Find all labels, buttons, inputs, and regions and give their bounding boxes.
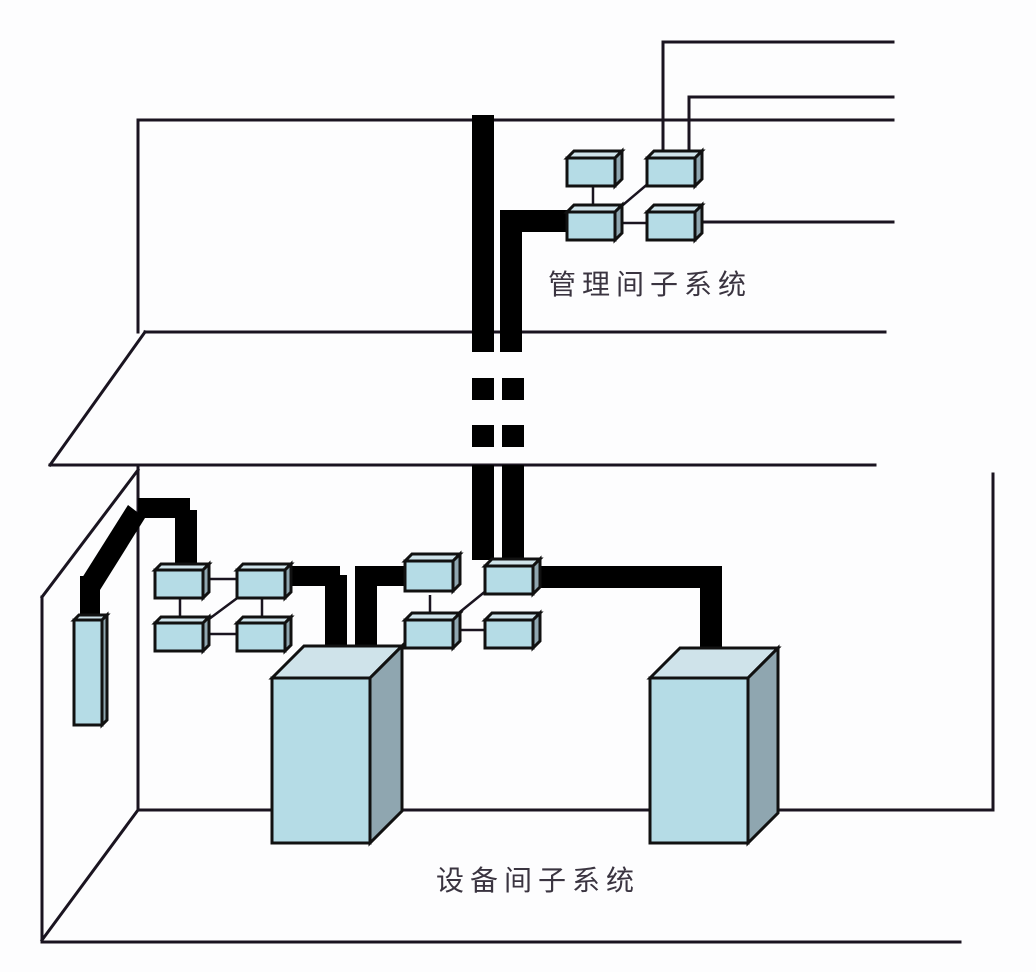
equipment-cabinet-right-side-face xyxy=(746,644,780,847)
cable-mid-cluster-v xyxy=(355,575,377,645)
cable-wall-diagonal xyxy=(82,505,145,590)
mgmt-device xyxy=(643,201,706,244)
equip-device xyxy=(233,613,295,655)
lower-left-wall-top xyxy=(39,467,141,600)
lower-link xyxy=(204,594,241,624)
equipment-cabinet-left-front-face xyxy=(270,676,372,845)
slab-left-edge xyxy=(47,329,148,468)
equip-device-front-face xyxy=(235,568,287,600)
mgmt-device-front-face xyxy=(645,156,697,188)
equip-device-front-face xyxy=(403,559,455,593)
equip-device xyxy=(401,550,464,595)
equip-device-front-face xyxy=(235,621,287,653)
riser-cable-left-upper xyxy=(472,115,494,352)
label-management-room: 管理间子系统 xyxy=(548,268,752,301)
lower-cables xyxy=(80,498,722,650)
equip-device xyxy=(481,555,544,598)
floor-slab xyxy=(47,329,877,468)
equip-device xyxy=(151,613,213,655)
devices xyxy=(70,147,782,847)
wall-panel-front-face xyxy=(72,618,104,727)
equip-device xyxy=(233,560,295,602)
horizontal-cables xyxy=(661,40,895,224)
mgmt-device xyxy=(563,201,626,244)
mgmt-device-front-face xyxy=(645,210,697,242)
cable-to-right-cabinet-h xyxy=(530,566,720,588)
equipment-cabinet-left xyxy=(268,642,406,847)
riser-break-mark xyxy=(502,425,524,447)
riser-break-mark xyxy=(502,378,524,400)
cable-to-right-cabinet-v xyxy=(700,566,722,650)
riser-break-mark xyxy=(472,425,494,447)
equipment-cabinet-right-front-face xyxy=(648,676,750,845)
equip-device xyxy=(481,609,544,652)
equip-device xyxy=(401,609,464,652)
riser-cable-right-upper xyxy=(500,222,522,352)
mgmt-device-front-face xyxy=(565,210,617,242)
wall-panel xyxy=(70,611,111,729)
equipment-cabinet-right xyxy=(646,644,782,847)
cable-left-cluster-v xyxy=(325,575,347,645)
equipment-cabinet-left-side-face xyxy=(368,642,404,847)
backbone-riser xyxy=(472,115,570,560)
equip-device xyxy=(151,560,213,602)
mgmt-device xyxy=(643,147,706,190)
equip-device-front-face xyxy=(153,568,205,600)
riser-branch-to-mgmt xyxy=(500,210,570,232)
mgmt-device xyxy=(563,147,626,190)
equip-device-front-face xyxy=(483,564,535,596)
lower-floor-left-edge xyxy=(39,807,141,943)
equip-device-front-face xyxy=(153,621,205,653)
riser-cable-right-lower xyxy=(502,465,524,560)
equip-device-front-face xyxy=(403,618,455,650)
riser-cable-left-lower xyxy=(472,465,494,560)
cable-wall-v xyxy=(175,510,197,570)
riser-break-mark xyxy=(472,378,494,400)
label-equipment-room: 设备间子系统 xyxy=(436,864,640,897)
mgmt-device-front-face xyxy=(565,156,617,188)
horizontal-cable-2 xyxy=(687,95,895,154)
horizontal-cable-1 xyxy=(661,40,895,154)
cable-wall-drop xyxy=(80,576,100,621)
equip-device-front-face xyxy=(483,618,535,650)
